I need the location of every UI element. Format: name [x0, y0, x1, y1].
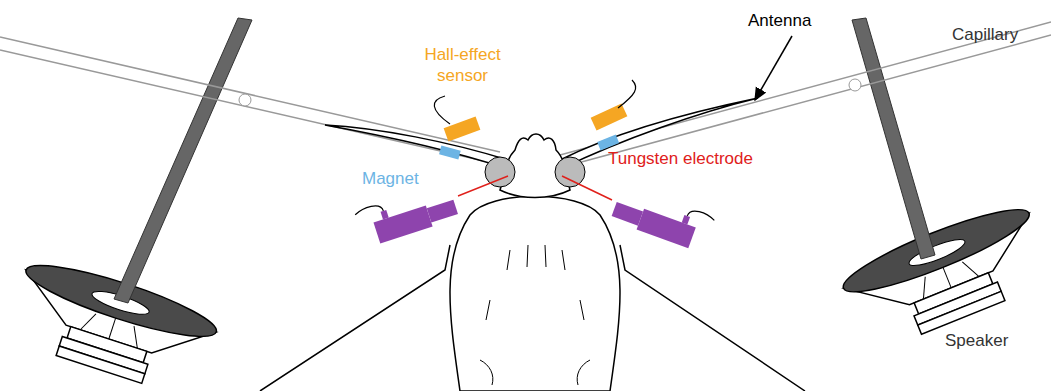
part-label: Magnet	[362, 168, 419, 189]
part-label: Speaker	[945, 330, 1008, 351]
part-label: Antenna	[748, 10, 811, 31]
right-speaker	[837, 197, 1051, 355]
antenna	[325, 125, 508, 168]
part-label: Capillary	[952, 24, 1018, 45]
left-speaker	[4, 253, 222, 391]
part-label: Tungsten electrode	[608, 148, 753, 169]
part-label: Hall-effect sensor	[415, 44, 510, 86]
antenna	[560, 98, 758, 168]
moth-body	[260, 134, 805, 391]
